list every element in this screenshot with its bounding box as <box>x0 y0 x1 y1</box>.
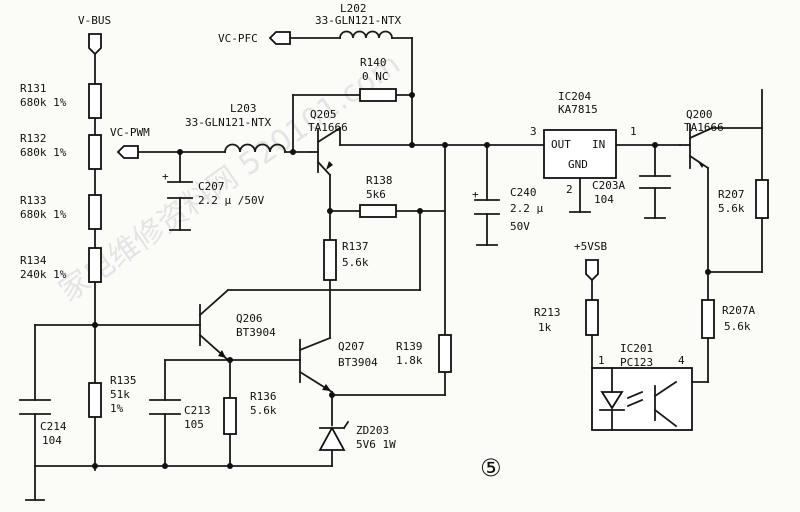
label-r135-val1: 51k <box>110 388 130 401</box>
label-r137-val: 5.6k <box>342 256 369 269</box>
r134-resistor <box>88 247 102 283</box>
label-ic204-out: OUT <box>551 138 571 151</box>
label-c240-val2: 50V <box>510 220 530 233</box>
label-c214-name: C214 <box>40 420 67 433</box>
l202-inductor <box>339 30 393 39</box>
label-r132-name: R132 <box>20 132 47 145</box>
l203-inductor <box>224 143 286 153</box>
label-r139-name: R139 <box>396 340 423 353</box>
label-r131-val: 680k 1% <box>20 96 67 109</box>
label-r140-name: R140 <box>360 56 387 69</box>
label-ic201-pin1: 1 <box>598 354 605 367</box>
label-ic204-gnd: GND <box>568 158 588 171</box>
label-r138-val: 5k6 <box>366 188 386 201</box>
svg-text:+: + <box>472 188 479 201</box>
label-ic204-name: IC204 <box>558 90 591 103</box>
label-q206-name: Q206 <box>236 312 263 325</box>
label-r135-name: R135 <box>110 374 137 387</box>
label-c213-val: 105 <box>184 418 204 431</box>
r133-resistor <box>88 194 102 230</box>
vcpwm-connector-icon <box>116 145 139 159</box>
vbus-connector-icon <box>88 33 102 56</box>
label-q200-name: Q200 <box>686 108 713 121</box>
label-r133-val: 680k 1% <box>20 208 67 221</box>
label-l202-name: L202 <box>340 2 367 15</box>
label-r207a-name: R207A <box>722 304 755 317</box>
r207a-resistor <box>701 299 715 339</box>
label-r133-name: R133 <box>20 194 47 207</box>
r140-resistor <box>359 88 397 102</box>
r138-resistor <box>359 204 397 218</box>
label-circle-number: ⑤ <box>480 454 502 482</box>
r136-resistor <box>223 397 237 435</box>
label-q207-name: Q207 <box>338 340 365 353</box>
label-c213-name: C213 <box>184 404 211 417</box>
r132-resistor <box>88 134 102 170</box>
label-q206-val: BT3904 <box>236 326 276 339</box>
r213-resistor <box>585 299 599 336</box>
label-r139-val: 1.8k <box>396 354 423 367</box>
label-r207a-val: 5.6k <box>724 320 751 333</box>
label-ic201-name: IC201 <box>620 342 653 355</box>
label-q200-val: TA1666 <box>684 121 724 134</box>
label-c207-name: C207 <box>198 180 225 193</box>
label-vsb: +5VSB <box>574 240 607 253</box>
label-vcpfc: VC-PFC <box>218 32 258 45</box>
label-ic204-pin3: 3 <box>530 125 537 138</box>
label-ic204-pin1: 1 <box>630 125 637 138</box>
label-c240-val1: 2.2 µ <box>510 202 543 215</box>
label-zd203-val: 5V6 1W <box>356 438 396 451</box>
components: + + <box>19 30 769 451</box>
vsb-connector-icon <box>585 259 599 282</box>
r135-resistor <box>88 382 102 418</box>
label-r207-name: R207 <box>718 188 745 201</box>
watermark: 家电维修资料网 520101.com <box>53 47 407 310</box>
label-c214-val: 104 <box>42 434 62 447</box>
label-ic204-pin2: 2 <box>566 183 573 196</box>
wires <box>25 37 763 501</box>
label-r131-name: R131 <box>20 82 47 95</box>
r131-resistor <box>88 83 102 119</box>
label-r213-val: 1k <box>538 321 552 334</box>
label-r136-name: R136 <box>250 390 277 403</box>
label-l202-val: 33-GLN121-NTX <box>315 14 401 27</box>
label-vcpwm: VC-PWM <box>110 126 150 139</box>
label-r140-val: 0 NC <box>362 70 389 83</box>
label-l203-val: 33-GLN121-NTX <box>185 116 271 129</box>
label-r136-val: 5.6k <box>250 404 277 417</box>
label-r213-name: R213 <box>534 306 561 319</box>
r207-resistor <box>755 179 769 219</box>
label-ic201-pin4: 4 <box>678 354 685 367</box>
label-l203-name: L203 <box>230 102 257 115</box>
label-r137-name: R137 <box>342 240 369 253</box>
ic204-regulator <box>543 129 617 179</box>
svg-text:+: + <box>162 170 169 183</box>
label-c203a-name: C203A <box>592 179 625 192</box>
label-c203a-val: 104 <box>594 193 614 206</box>
label-ic201-val: PC123 <box>620 356 653 369</box>
label-q207-val: BT3904 <box>338 356 378 369</box>
junctions <box>92 92 711 469</box>
r137-resistor <box>323 239 337 281</box>
label-r134-name: R134 <box>20 254 47 267</box>
label-r207-val: 5.6k <box>718 202 745 215</box>
label-ic204-val: KA7815 <box>558 103 598 116</box>
label-q205-name: Q205 <box>310 108 337 121</box>
label-vbus: V-BUS <box>78 14 111 27</box>
label-r138-name: R138 <box>366 174 393 187</box>
vcpfc-connector-icon <box>268 31 291 45</box>
label-zd203-name: ZD203 <box>356 424 389 437</box>
label-c207-val: 2.2 µ /50V <box>198 194 265 207</box>
label-ic204-in: IN <box>592 138 605 151</box>
label-r134-val: 240k 1% <box>20 268 67 281</box>
r139-resistor <box>438 334 452 373</box>
label-r135-val2: 1% <box>110 402 124 415</box>
label-c240-name: C240 <box>510 186 537 199</box>
labels: V-BUS L202 33-GLN121-NTX VC-PFC R140 0 N… <box>20 2 755 482</box>
label-q205-val: TA1666 <box>308 121 348 134</box>
label-r132-val: 680k 1% <box>20 146 67 159</box>
